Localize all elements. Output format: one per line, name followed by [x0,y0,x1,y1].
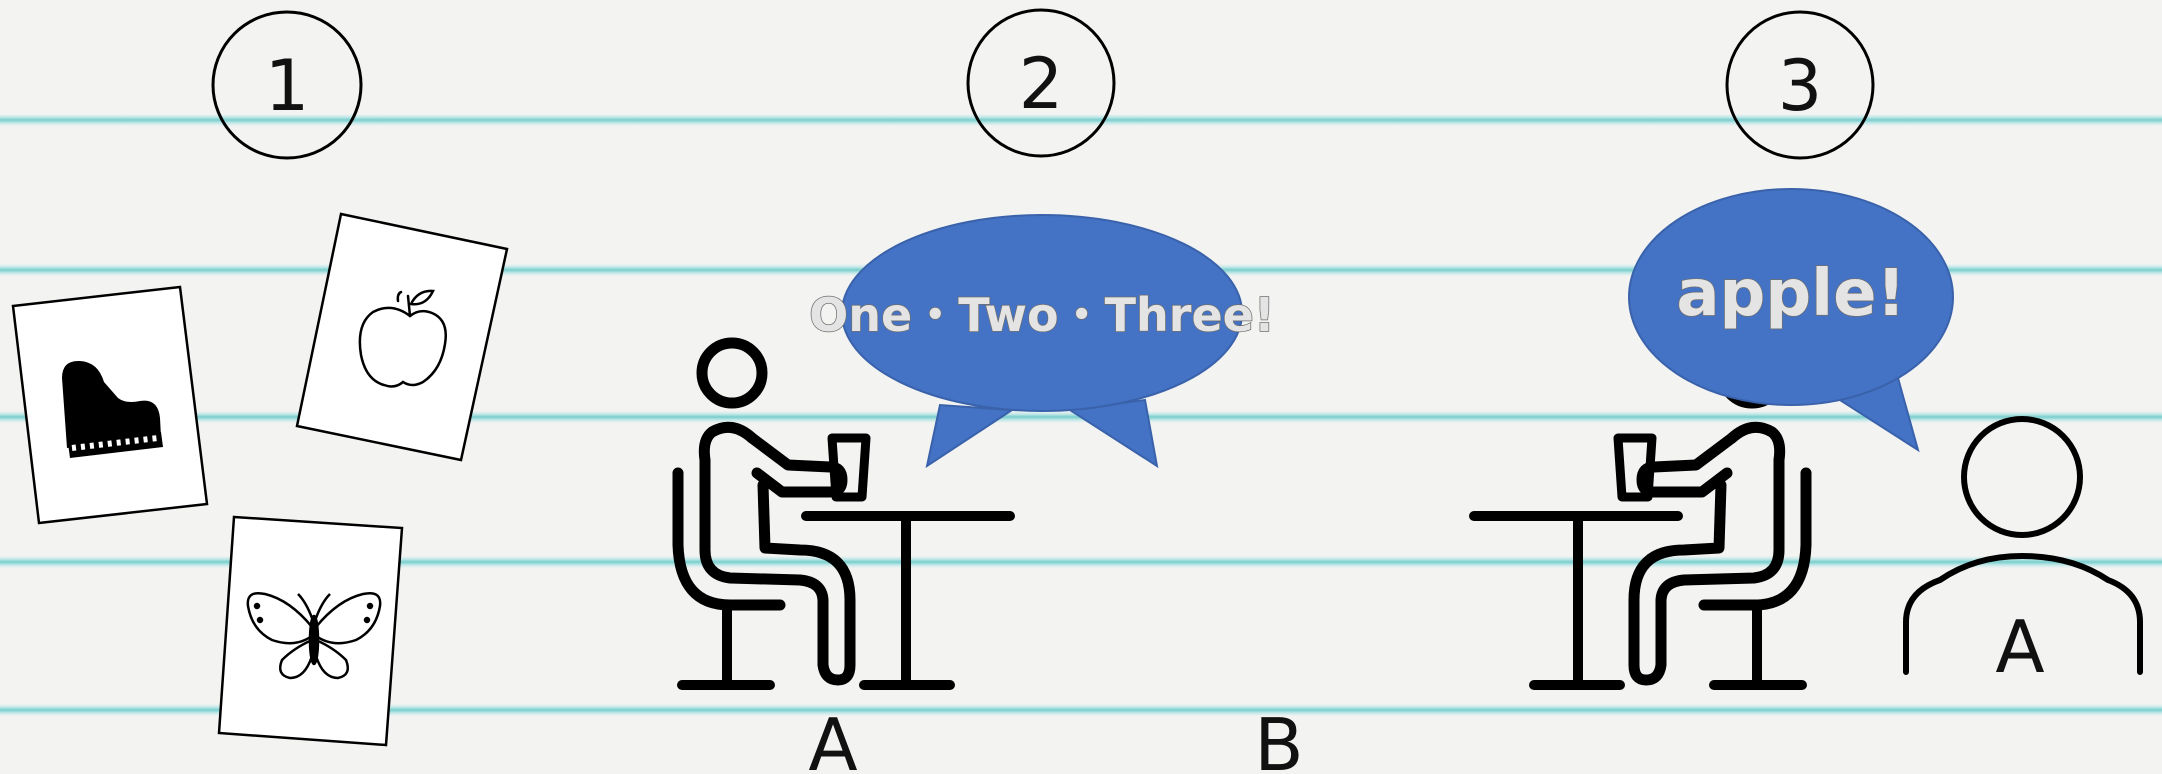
person-label-a: A [808,703,857,774]
person-label-b: B [1254,703,1303,774]
speech-bubble-step-2: One・Two・Three! [808,214,1276,469]
step-1-badge: 1 [211,10,363,160]
speech-text-count: One・Two・Three! [809,288,1275,342]
piano-icon [62,360,163,458]
apple-icon [358,289,447,388]
step-3-badge: 3 [1725,10,1875,160]
step-1-number: 1 [265,45,310,127]
ruled-line [0,114,2162,126]
person-label-a-step-3: A [1995,605,2044,689]
step-3-number: 3 [1778,45,1823,127]
speech-bubble-step-3: apple! [1628,188,1954,453]
ruled-line [0,556,2162,568]
ruled-line [0,704,2162,716]
speech-text-answer: apple! [1676,257,1905,331]
step-2-badge: 2 [966,8,1116,158]
butterfly-icon [246,592,382,680]
step-2-number: 2 [1019,43,1064,125]
person-a-speaking: A [1903,416,2143,689]
picture-card-piano [11,285,209,525]
picture-card-butterfly [217,515,404,747]
picture-card-apple [295,212,509,462]
